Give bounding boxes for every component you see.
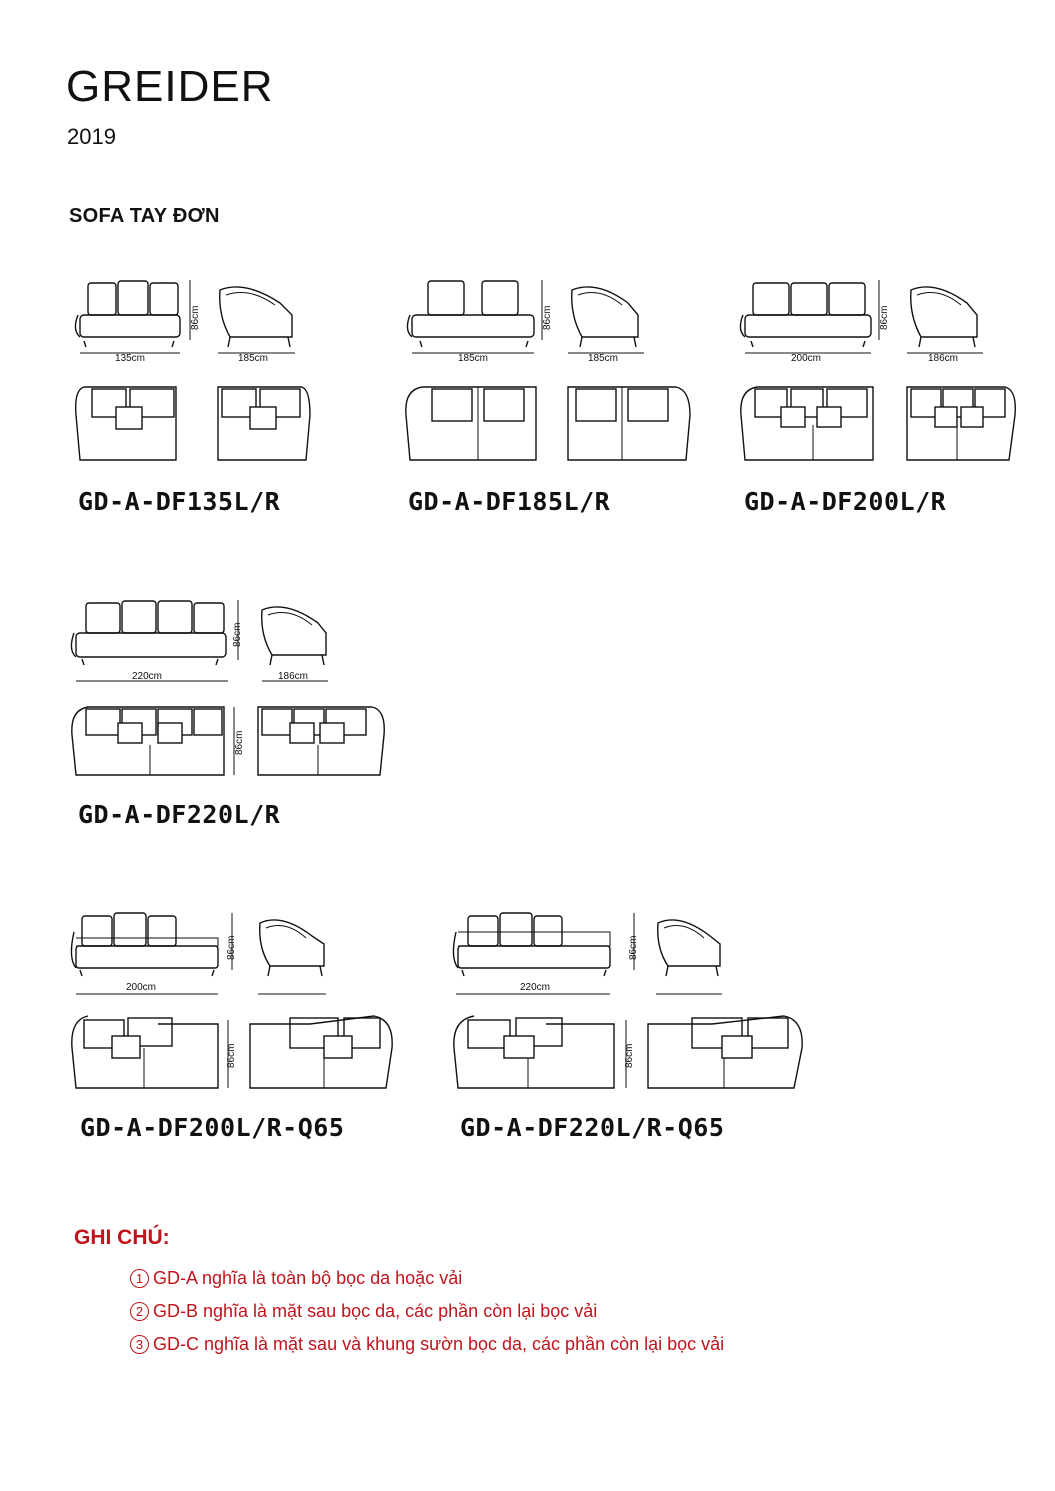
product-df220-q65-drawing: 220cm 86cm 86cm [452, 912, 803, 1089]
side-view [568, 286, 644, 354]
height-label: 86cm [190, 306, 201, 330]
product-code: GD-A-DF200L/R [744, 487, 947, 516]
side-view [258, 919, 326, 995]
front-view [70, 912, 233, 995]
top-view-right [217, 386, 311, 461]
front-view [452, 912, 635, 995]
top-view-right [257, 706, 385, 776]
side-view [656, 919, 722, 995]
product-df185: 185cm 86cm 185cm [400, 275, 700, 475]
note-text: GD-B nghĩa là mặt sau bọc da, các phần c… [153, 1301, 598, 1321]
product-df200-q65: 200cm 86cm 86cm [68, 908, 408, 1108]
side-view [907, 286, 983, 354]
front-view [74, 280, 191, 354]
top-view-left [405, 386, 537, 461]
note-item: 3 GD-C nghĩa là mặt sau và khung sườn bọ… [130, 1334, 724, 1355]
width-label: 220cm [520, 982, 550, 993]
product-df135-drawing: 135cm 86cm 185cm [74, 280, 311, 461]
product-df220-drawing: 220cm 86cm 186cm 86cm [70, 600, 385, 776]
product-code: GD-A-DF220L/R [78, 800, 281, 829]
product-df220-q65: 220cm 86cm 86cm [450, 908, 820, 1108]
height-label: 86cm [879, 306, 890, 330]
catalog-year: 2019 [67, 124, 116, 149]
top-view-right [647, 1015, 803, 1089]
top-view-right [249, 1015, 393, 1089]
width-label: 220cm [132, 671, 162, 682]
top-view-right [567, 386, 691, 461]
note-item: 2 GD-B nghĩa là mặt sau bọc da, các phần… [130, 1301, 597, 1322]
height-label: 86cm [226, 936, 237, 960]
front-view [406, 280, 543, 354]
top-view-left [71, 706, 225, 776]
product-df200: 200cm 86cm 186cm [735, 275, 1035, 475]
height-label: 86cm [232, 623, 243, 647]
top-view-left [74, 386, 177, 461]
width-label: 185cm [458, 353, 488, 364]
top-view-left [71, 1015, 219, 1089]
depth-label: 186cm [928, 353, 958, 364]
product-df200-q65-drawing: 200cm 86cm 86cm [70, 912, 393, 1089]
notes-title: GHI CHÚ: [74, 1226, 170, 1249]
product-code: GD-A-DF220L/R-Q65 [460, 1113, 725, 1142]
section-title: SOFA TAY ĐƠN [69, 205, 220, 227]
height-label: 86cm [628, 936, 639, 960]
note-number: 3 [130, 1335, 149, 1354]
product-df135: 135cm 86cm 185cm [70, 275, 330, 475]
note-text: GD-A nghĩa là toàn bộ bọc da hoặc vải [153, 1268, 463, 1288]
top-height-label: 86cm [234, 731, 245, 755]
product-code: GD-A-DF135L/R [78, 487, 281, 516]
product-df220: 220cm 86cm 186cm 86cm [68, 595, 398, 795]
width-label: 135cm [115, 353, 145, 364]
note-text: GD-C nghĩa là mặt sau và khung sườn bọc … [153, 1334, 725, 1354]
side-view [261, 606, 328, 682]
note-number: 1 [130, 1269, 149, 1288]
side-view [218, 286, 295, 354]
width-label: 200cm [126, 982, 156, 993]
width-label: 200cm [791, 353, 821, 364]
depth-label: 185cm [238, 353, 268, 364]
top-view-right [906, 386, 1016, 461]
product-code: GD-A-DF185L/R [408, 487, 611, 516]
top-view-left [740, 386, 874, 461]
note-item: 1 GD-A nghĩa là toàn bộ bọc da hoặc vải [130, 1268, 462, 1289]
top-height-label: 86cm [624, 1044, 635, 1068]
product-code: GD-A-DF200L/R-Q65 [80, 1113, 345, 1142]
top-height-label: 86cm [226, 1044, 237, 1068]
product-df200-drawing: 200cm 86cm 186cm [739, 280, 1016, 461]
top-view-left [453, 1015, 615, 1089]
front-view [739, 280, 880, 354]
height-label: 86cm [542, 306, 553, 330]
brand-title: GREIDER [66, 62, 274, 111]
depth-label: 185cm [588, 353, 618, 364]
note-number: 2 [130, 1302, 149, 1321]
depth-label: 186cm [278, 671, 308, 682]
product-df185-drawing: 185cm 86cm 185cm [405, 280, 691, 461]
front-view [70, 600, 239, 682]
